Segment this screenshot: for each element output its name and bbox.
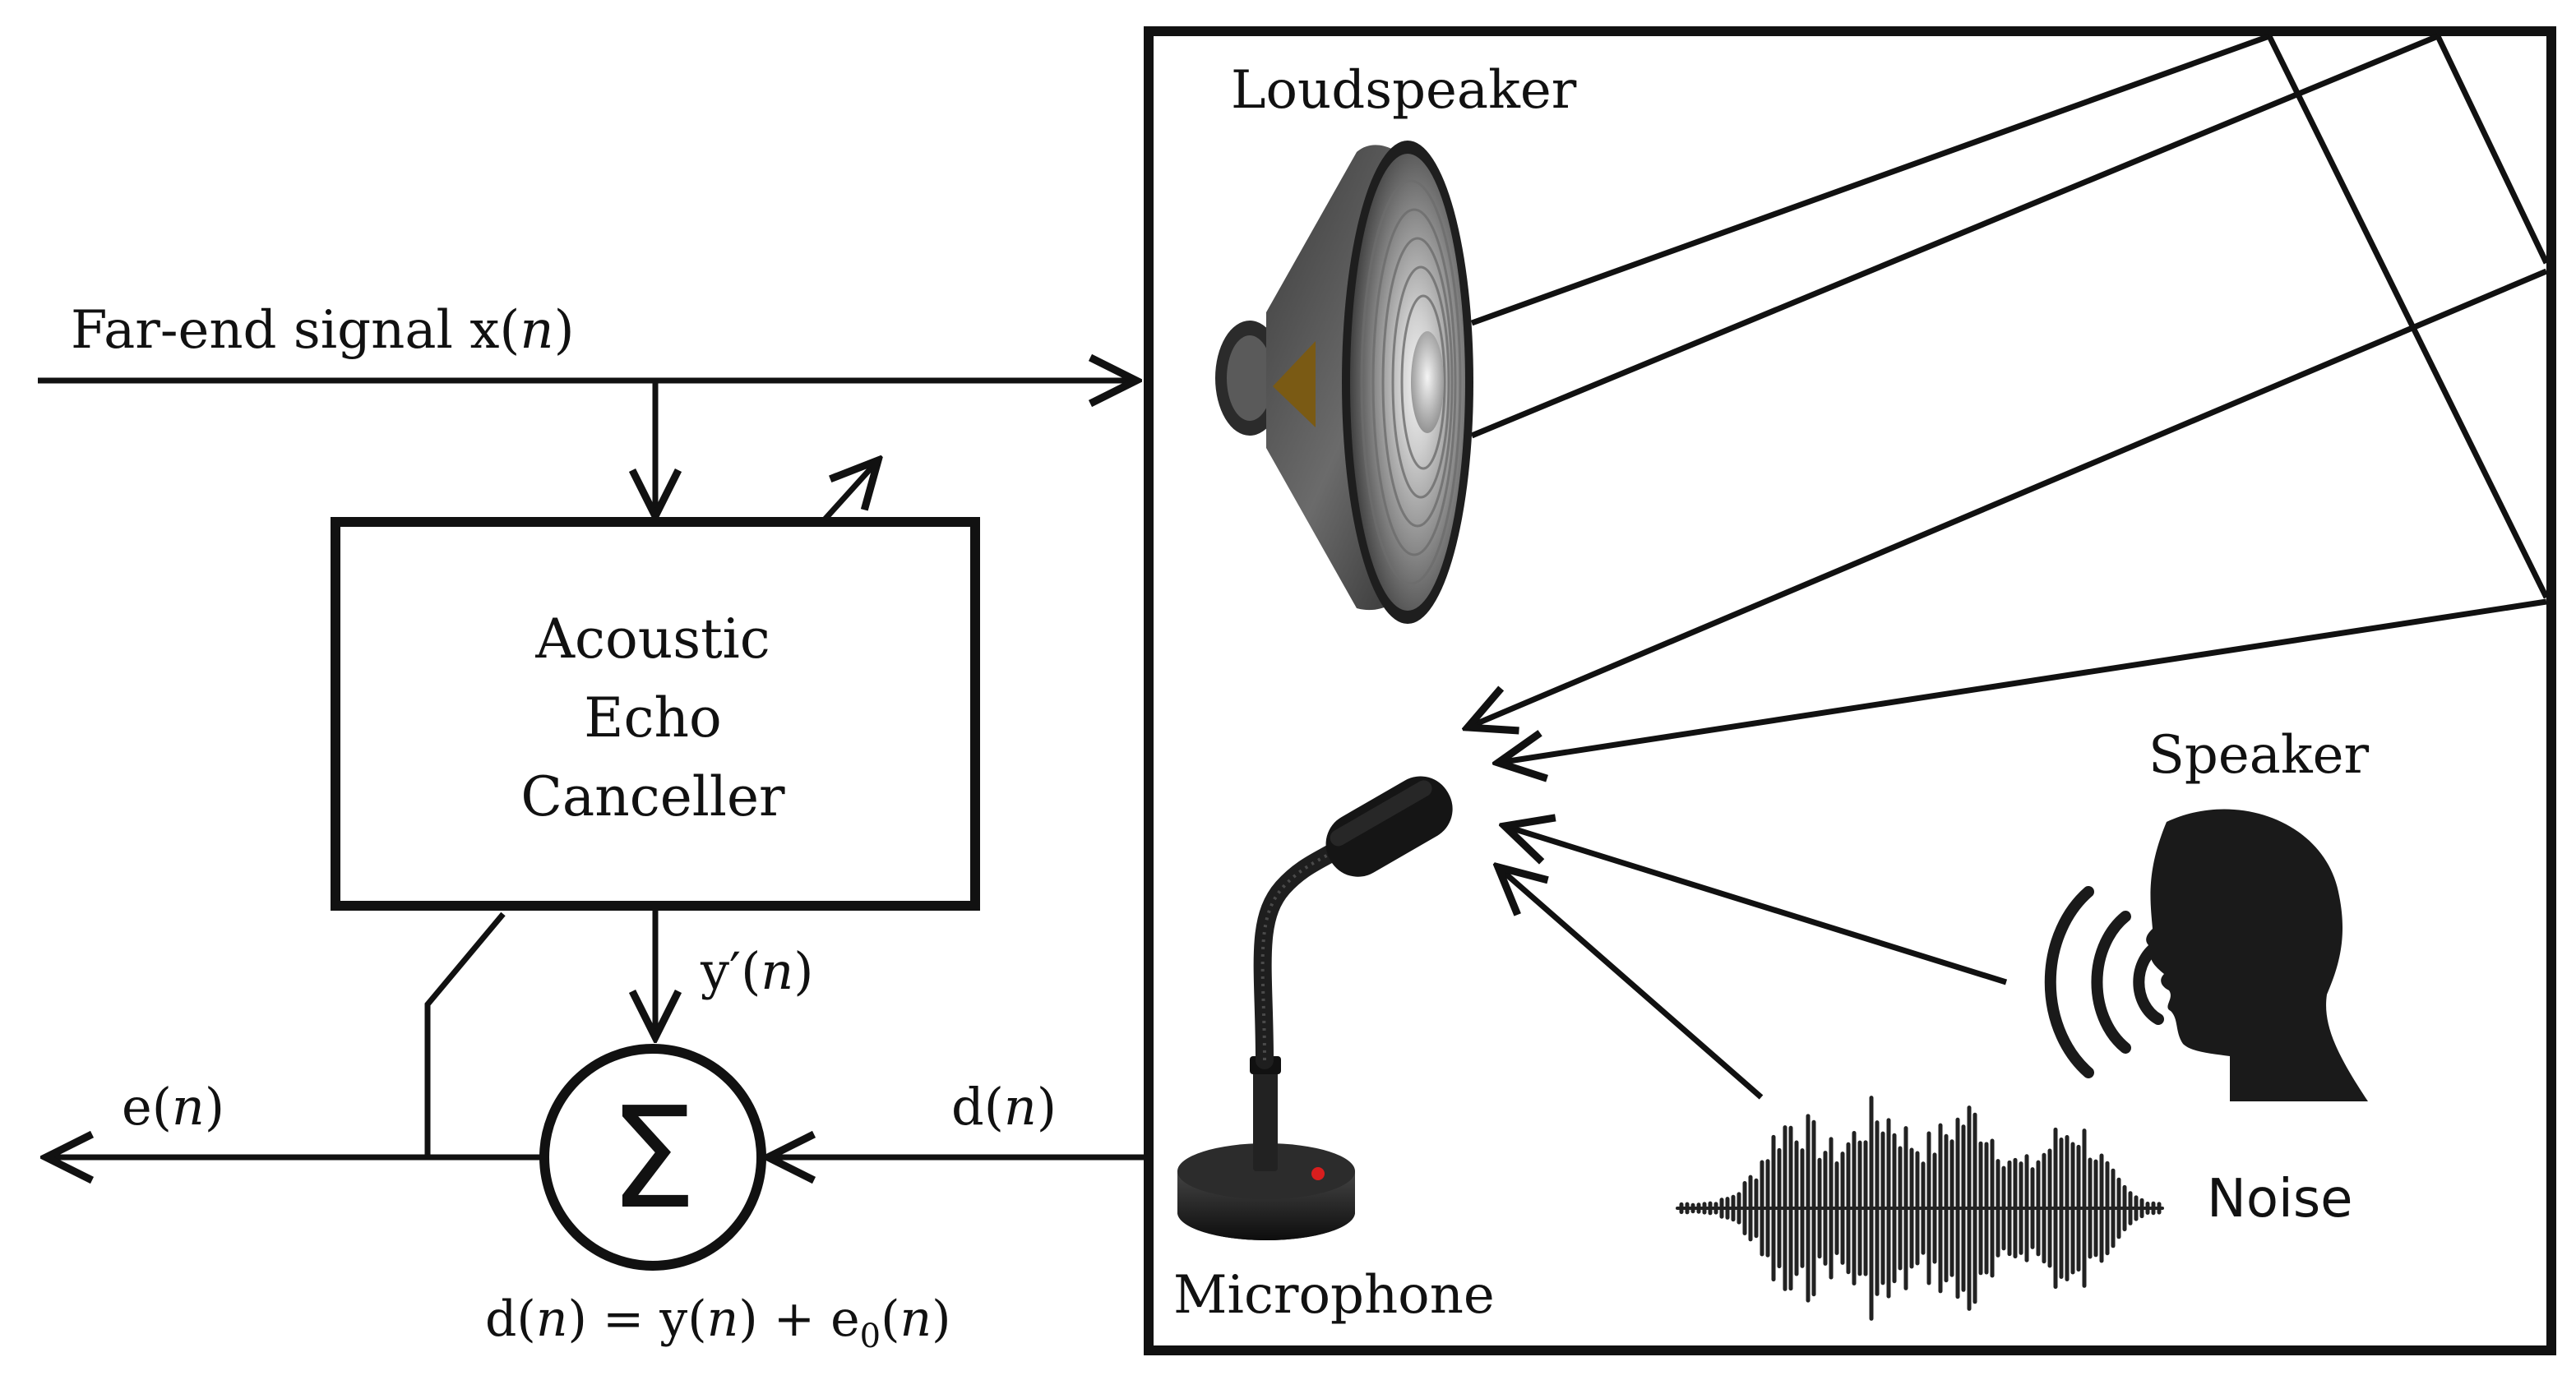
far-end-label-prefix: Far-end signal x( — [71, 300, 520, 361]
e-label: e(n) — [122, 1077, 224, 1137]
aec-label-line2: Echo — [584, 686, 721, 750]
e-label-prefix: e( — [122, 1077, 172, 1137]
eq-n3: n — [900, 1290, 932, 1348]
eq-n1: n — [536, 1290, 568, 1348]
speaking-head-icon — [2044, 809, 2368, 1101]
speaker-to-mic-arrow — [1505, 826, 2008, 985]
e-label-n: n — [172, 1077, 205, 1137]
noise-waveform-bars — [1679, 1096, 2162, 1321]
y-prime-close: ) — [793, 941, 813, 1001]
y-prime-n: n — [761, 941, 793, 1001]
reflection-path-1-to-mic — [1498, 598, 2547, 763]
far-end-signal-label: Far-end signal x(n) — [71, 300, 575, 361]
aec-label-line3: Canceller — [520, 765, 785, 828]
d-label: d(n) — [951, 1077, 1057, 1137]
d-label-close: ) — [1037, 1077, 1057, 1137]
e-label-close: ) — [205, 1077, 224, 1137]
microphone-led — [1311, 1167, 1325, 1180]
reflection-path-2-return — [2435, 35, 2550, 265]
loudspeaker-label: Loudspeaker — [1231, 60, 1577, 121]
signal-equation: d(n) = y(n) + e0(n) — [485, 1290, 951, 1355]
noise-to-mic-arrow — [1498, 867, 1764, 1100]
speaker-label: Speaker — [2148, 725, 2370, 786]
microphone-label: Microphone — [1173, 1265, 1495, 1326]
error-feedback-line — [424, 912, 506, 1157]
far-end-label-close: ) — [554, 300, 575, 361]
reflection-paths — [1468, 33, 2550, 763]
aec-label-line1: Acoustic — [534, 607, 770, 671]
eq-close: ) — [932, 1290, 950, 1348]
microphone-icon — [1177, 776, 1453, 1240]
room-enclosure — [1144, 26, 2556, 1355]
noise-label: Noise — [2207, 1169, 2353, 1230]
d-label-n: n — [1004, 1077, 1037, 1137]
far-end-label-n: n — [520, 300, 553, 361]
eq-subscript: 0 — [860, 1318, 881, 1355]
reflection-path-2 — [1470, 33, 2440, 439]
adaptation-arrow — [822, 460, 878, 522]
reflection-path-1 — [1470, 33, 2271, 326]
eq-plus-e: ) + e — [738, 1290, 859, 1348]
eq-n2: n — [707, 1290, 739, 1348]
loudspeaker-icon — [1215, 141, 1473, 624]
eq-eq-y: ) = y( — [567, 1290, 706, 1348]
eq-d: d( — [485, 1290, 536, 1348]
eq-open: ( — [881, 1290, 900, 1348]
y-prime-prefix: y′( — [700, 941, 761, 1001]
summing-junction — [539, 1044, 766, 1271]
noise-waveform-icon — [1676, 1096, 2164, 1321]
sigma-symbol: Σ — [608, 1078, 696, 1240]
aec-block — [331, 517, 980, 911]
reflection-path-2-to-mic — [1468, 268, 2548, 727]
d-label-prefix: d( — [951, 1077, 1004, 1137]
reflection-path-1-return — [2266, 35, 2550, 599]
y-prime-label: y′(n) — [700, 941, 813, 1001]
